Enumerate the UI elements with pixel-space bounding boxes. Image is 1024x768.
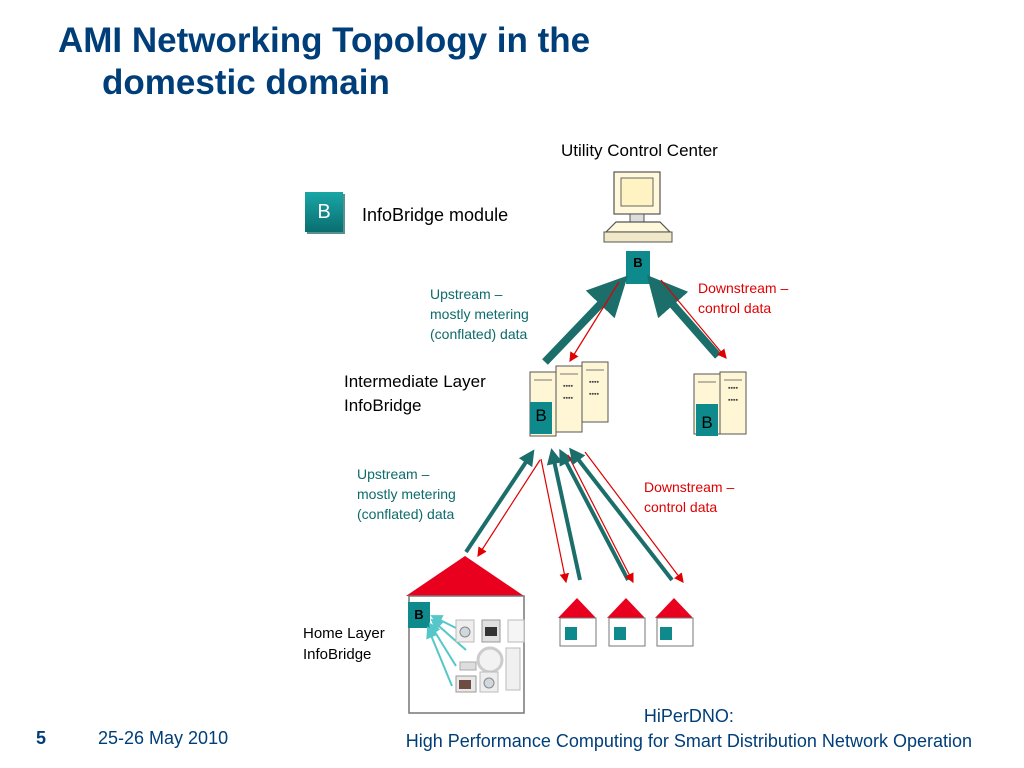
upstream-arrow-house-2 — [559, 448, 630, 581]
infobridge-badge-intermediate-left: B — [530, 402, 552, 434]
svg-text:B: B — [633, 255, 642, 270]
downstream-arrow-house-3 — [584, 451, 684, 583]
footer-project-line-1: HiPerDNO: — [643, 706, 734, 726]
svg-text:▪▪▪▪: ▪▪▪▪ — [589, 391, 599, 398]
footer-project: HiPerDNO: High Performance Computing for… — [406, 704, 972, 754]
footer-project-line-2: High Performance Computing for Smart Dis… — [405, 731, 972, 751]
page-number: 5 — [36, 728, 47, 748]
upstream-arrow-top-right — [646, 274, 722, 359]
svg-text:▪▪▪▪: ▪▪▪▪ — [728, 397, 738, 404]
legend-badge: B — [305, 192, 343, 232]
downstream-top-label: Downstream – control data — [698, 280, 789, 316]
infobridge-badge-top: B — [626, 251, 650, 284]
infobridge-badge-home: B — [408, 602, 430, 628]
footer-date: 25-26 May 2010 — [98, 728, 229, 748]
small-house-2-icon — [607, 598, 646, 647]
upstream-arrow-top — [542, 275, 628, 365]
svg-text:▪▪▪▪: ▪▪▪▪ — [563, 383, 573, 390]
home-layer-label: Home Layer InfoBridge — [303, 625, 385, 663]
svg-text:B: B — [535, 406, 546, 425]
upstream-top-label: Upstream – mostly metering (conflated) d… — [430, 286, 529, 342]
svg-text:▪▪▪▪: ▪▪▪▪ — [563, 395, 573, 402]
downstream-bottom-label: Downstream – control data — [644, 479, 735, 515]
svg-text:B: B — [414, 607, 423, 622]
home-appliances-icon — [455, 619, 525, 693]
utility-label: Utility Control Center — [561, 141, 718, 160]
utility-computer-icon — [603, 171, 673, 243]
upstream-arrow-home — [464, 449, 535, 554]
title-line-1: AMI Networking Topology in the — [58, 21, 591, 60]
downstream-arrow-house-1 — [540, 458, 570, 584]
upstream-arrow-house-3 — [569, 447, 674, 582]
downstream-arrow-top-left — [569, 281, 620, 363]
downstream-arrow-house-2 — [567, 454, 634, 584]
title-line-2: domestic domain — [102, 63, 390, 102]
legend-label: InfoBridge module — [362, 205, 509, 225]
svg-text:▪▪▪▪: ▪▪▪▪ — [728, 385, 738, 392]
downstream-arrow-top-right — [660, 279, 727, 359]
upstream-bottom-label: Upstream – mostly metering (conflated) d… — [357, 466, 456, 522]
infobridge-badge-intermediate-right: B — [696, 404, 718, 436]
downstream-arrow-home — [477, 459, 541, 558]
svg-text:B: B — [701, 413, 712, 432]
small-house-3-icon — [655, 598, 694, 647]
upstream-arrow-house-1 — [546, 448, 582, 581]
svg-text:▪▪▪▪: ▪▪▪▪ — [589, 379, 599, 386]
page-title: AMI Networking Topology in the domestic … — [58, 20, 758, 104]
small-house-1-icon — [558, 598, 597, 647]
home-appliance-links — [426, 615, 467, 687]
intermediate-layer-label: Intermediate Layer InfoBridge — [344, 372, 486, 415]
